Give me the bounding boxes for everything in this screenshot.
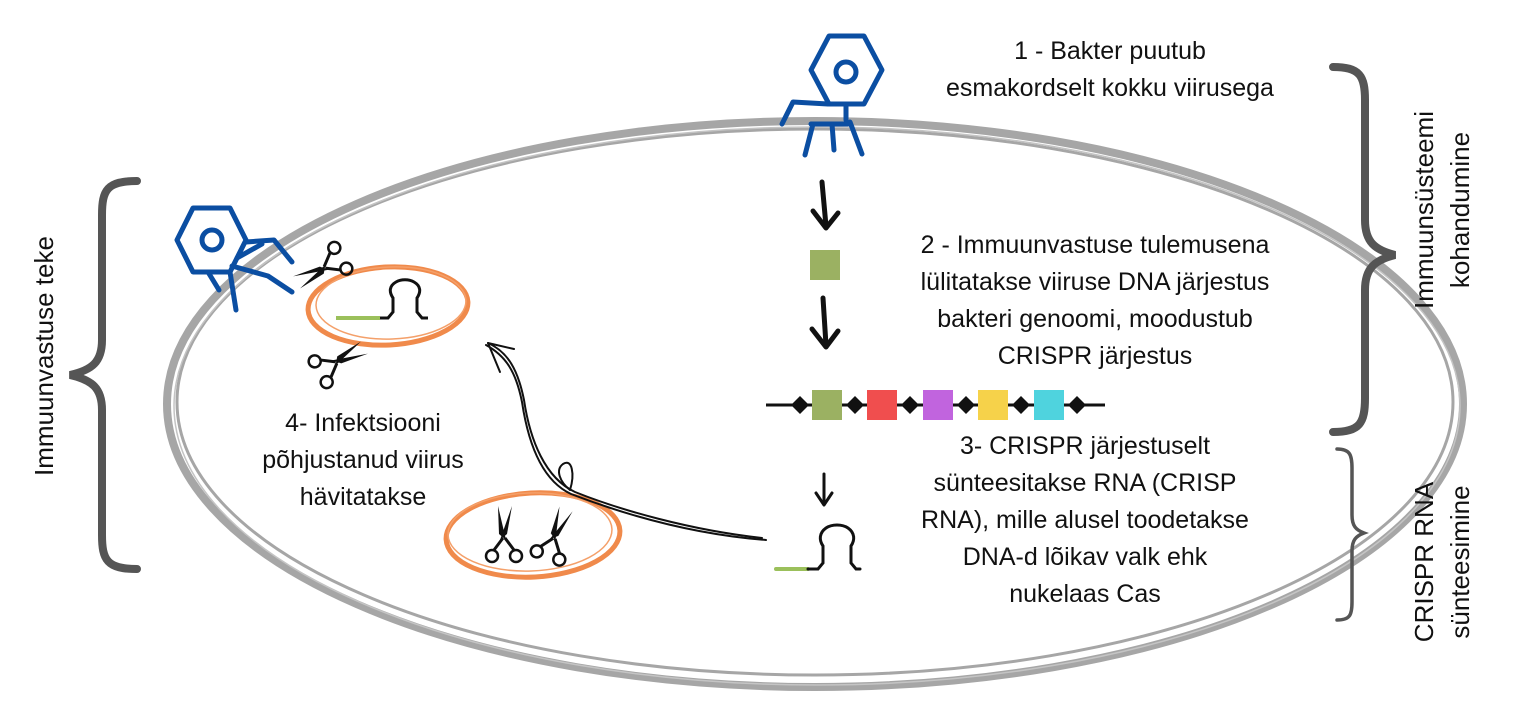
right-top-bracket-label: Immuunsüsteemi kohandumine	[1409, 111, 1475, 309]
step-3-text: 3- CRISPR järjestuselt sünteesitakse RNA…	[921, 432, 1249, 608]
rna-hairpin-icon	[774, 523, 862, 571]
crispr-array	[766, 390, 1105, 420]
arrow-down-icon	[814, 472, 834, 507]
nuclease-oval	[443, 490, 623, 580]
bacterial-cell	[163, 117, 1467, 691]
right-bottom-bracket-label: CRISPR RNA sünteesimine	[1409, 481, 1475, 643]
step-4-text: 4- Infektsiooni põhjustanud viirus hävit…	[262, 409, 464, 511]
left-bracket-label: Immuunvastuse teke	[29, 236, 59, 476]
right-bottom-bracket	[1335, 447, 1369, 622]
bacteriophage-icon	[174, 205, 295, 313]
left-bracket	[69, 177, 141, 573]
arrow-down-icon	[809, 295, 841, 350]
right-top-bracket	[1329, 63, 1397, 436]
arrow-down-icon	[810, 179, 841, 231]
scissors-icon	[527, 500, 584, 569]
step-1-text: 1 - Bakter puutub esmakordselt kokku vii…	[946, 37, 1274, 102]
curved-arrow-icon	[485, 342, 767, 541]
step-2-text: 2 - Immuunvastuse tulemusena lülitatakse…	[920, 231, 1270, 370]
cas-complex	[305, 264, 471, 348]
viral-dna-spacer	[810, 250, 840, 280]
bacteriophage-icon	[779, 33, 885, 158]
